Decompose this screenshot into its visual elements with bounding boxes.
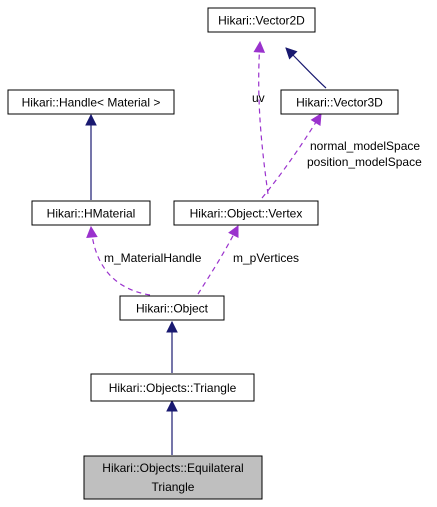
node-object-label: Hikari::Object [136,302,209,316]
node-triangle[interactable]: Hikari::Objects::Triangle [90,373,255,402]
edge-label-uv: uv [252,91,265,105]
edge-vertex-uses-vector2d-uv [259,42,269,195]
edge-vector3d-inherits-vector2d [286,48,327,89]
node-vector3d-label: Hikari::Vector3D [296,96,383,110]
edge-label-normal-model-space: normal_modelSpace [310,139,420,153]
node-equilateral-triangle-line1: Hikari::Objects::Equilateral [102,461,243,475]
edge-object-uses-hmaterial [91,227,151,296]
edge-label-position-model-space: position_modelSpace [307,155,422,169]
edge-vertex-uses-vector3d [261,114,321,199]
edge-label-material-handle: m_MaterialHandle [104,251,202,265]
node-hmaterial-label: Hikari::HMaterial [47,207,136,221]
node-vector2d[interactable]: Hikari::Vector2D [207,7,316,33]
node-vector2d-label: Hikari::Vector2D [218,14,305,28]
node-handle-material[interactable]: Hikari::Handle< Material > [7,89,175,115]
node-triangle-label: Hikari::Objects::Triangle [109,381,237,395]
node-equilateral-triangle[interactable]: Hikari::Objects::Equilateral Triangle [83,455,263,500]
node-object[interactable]: Hikari::Object [119,295,225,321]
node-object-vertex-label: Hikari::Object::Vertex [190,207,303,221]
edge-label-vertices: m_pVertices [233,251,299,265]
node-hmaterial[interactable]: Hikari::HMaterial [31,200,151,226]
node-vector3d[interactable]: Hikari::Vector3D [280,89,399,115]
node-handle-material-label: Hikari::Handle< Material > [22,96,161,110]
node-equilateral-triangle-line2: Triangle [152,480,195,494]
edge-object-uses-vertex [197,226,239,295]
node-object-vertex[interactable]: Hikari::Object::Vertex [173,200,319,226]
